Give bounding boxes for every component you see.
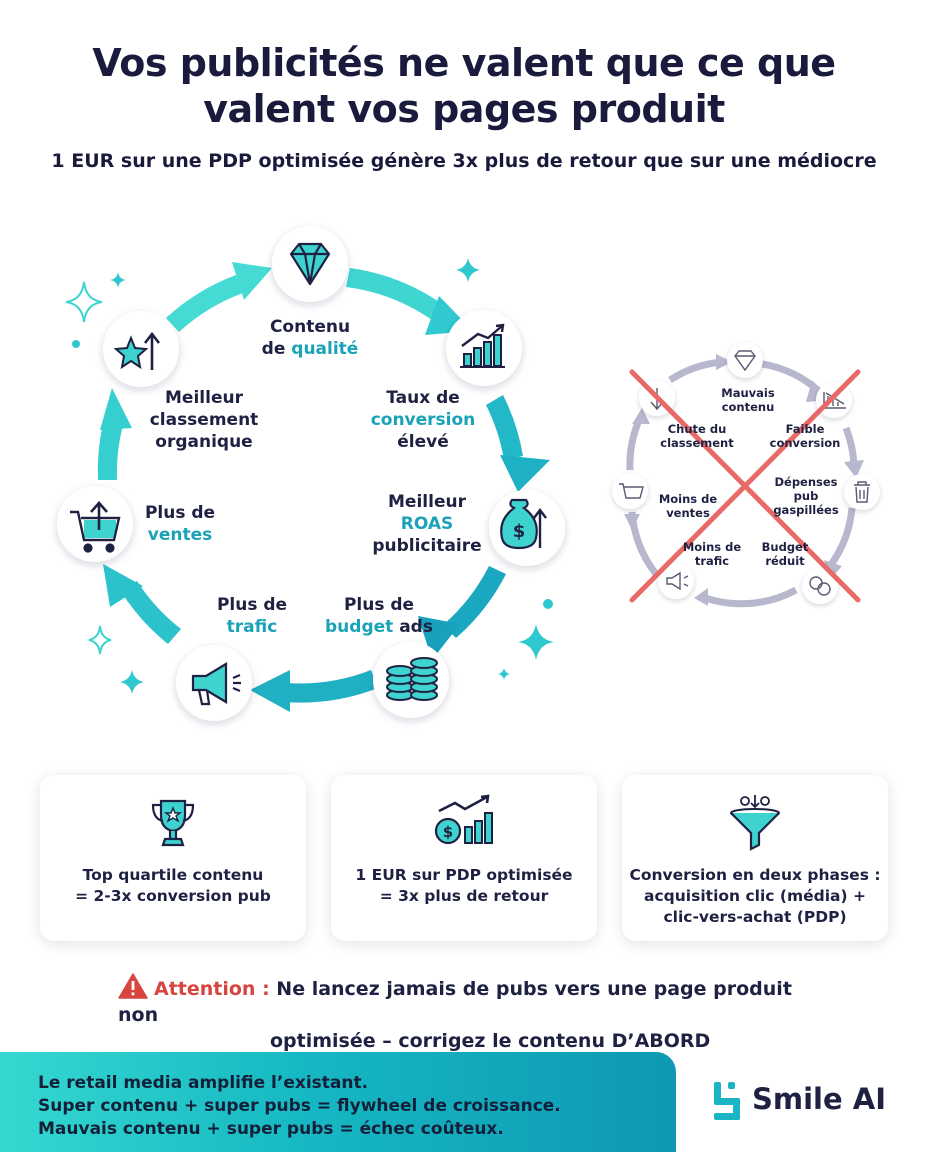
page-subtitle: 1 EUR sur une PDP optimisée génère 3x pl…	[51, 150, 877, 172]
stat-card: $ 1 EUR sur PDP optimisée= 3x plus de re…	[331, 775, 597, 941]
node-label-conversion: Taux de conversion élevé	[370, 388, 476, 452]
cart-icon	[619, 483, 644, 499]
warning-message: Attention : Ne lancez jamais de pubs ver…	[118, 973, 838, 1054]
node-label-budget: Plus de budget ads	[325, 595, 433, 637]
megaphone-icon	[191, 662, 241, 706]
svg-text:$: $	[513, 521, 526, 542]
trash-icon	[854, 481, 870, 503]
red-x-icon	[629, 369, 861, 603]
stat-card-text: Top quartile contenu= 2-3x conversion pu…	[75, 866, 271, 905]
star-rank-icon	[113, 331, 161, 370]
stat-card-text: Conversion en deux phases :acquisition c…	[629, 866, 881, 926]
coin-stack-icon	[386, 657, 438, 701]
node-label-classement: Meilleur classement organique	[149, 388, 259, 452]
bad-cycle-icons	[619, 350, 870, 596]
flywheel-node	[57, 226, 565, 721]
sparkle-icon	[65, 281, 112, 655]
stat-card: Conversion en deux phases :acquisition c…	[622, 775, 888, 941]
svg-text:$: $	[443, 823, 453, 841]
stat-card: Top quartile contenu= 2-3x conversion pu…	[40, 775, 306, 941]
coin-icon	[809, 576, 831, 596]
cart-icon	[70, 501, 121, 553]
roi-chart-icon: $	[431, 793, 497, 857]
trophy-icon	[143, 793, 203, 857]
growth-chart-icon	[460, 323, 505, 368]
smile-logo-icon	[714, 1082, 740, 1120]
summary-banner: Le retail media amplifie l’existant. Sup…	[0, 1052, 676, 1152]
stat-card-text: 1 EUR sur PDP optimisée= 3x plus de reto…	[355, 866, 573, 905]
megaphone-icon	[666, 571, 689, 591]
node-label-ventes: Plus de ventes	[144, 503, 216, 545]
funnel-icon	[725, 793, 785, 859]
node-label-contenu: Contenu de qualité	[261, 317, 359, 359]
bad-cycle-node	[612, 342, 880, 604]
money-bag-icon: $	[500, 498, 547, 550]
page-title: Vos publicités ne valent que ce que vale…	[92, 41, 836, 131]
flywheel-arrows	[97, 262, 550, 712]
sparkle-icon	[72, 258, 554, 694]
node-label-roas: Meilleur ROAS publicitaire	[372, 492, 482, 556]
node-label-trafic: Plus de trafic	[216, 595, 288, 637]
diamond-icon	[734, 350, 756, 372]
warning-icon	[118, 973, 148, 999]
diamond-icon	[289, 242, 331, 286]
